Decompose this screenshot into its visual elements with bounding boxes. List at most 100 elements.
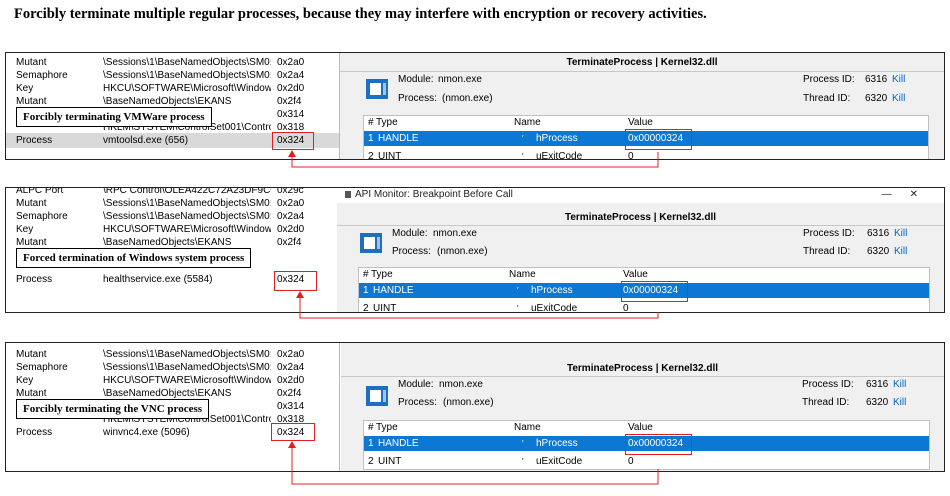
annotation-caption: Forcibly terminating VMWare process (16, 107, 212, 127)
kill-process-link[interactable]: Kill (894, 228, 908, 239)
param-row-selected[interactable]: 1 HANDLE ′ hProcess 0x00000324 (364, 131, 928, 146)
param-number: 2 (368, 151, 374, 159)
handle-value: 0x2a4 (277, 211, 305, 222)
handle-type: Mutant (16, 237, 47, 248)
param-row[interactable]: 2 UINT ′ uExitCode 0 (364, 454, 929, 469)
module-label: Module: (398, 379, 434, 390)
parameters-grid: # Type Name Value 1 HANDLE ′ hProcess 0x… (363, 420, 930, 470)
module-label: Module: (392, 228, 428, 239)
window-icon (366, 79, 388, 99)
handle-name: HKCU\SOFTWARE\Microsoft\Windows ... (103, 375, 271, 386)
handle-name: \RPC Control\OLEA422C72A23DF9CC9... (103, 188, 271, 196)
thread-id-value: 6320 (866, 397, 889, 408)
kill-process-link[interactable]: Kill (893, 379, 907, 390)
minimize-icon[interactable]: — (881, 189, 910, 200)
param-number: 1 (368, 438, 374, 449)
handle-row[interactable]: Semaphore \Sessions\1\BaseNamedObjects\SM… (6, 209, 339, 224)
handle-value: 0x314 (277, 401, 305, 412)
handle-name: \Sessions\1\BaseNamedObjects\SM0:6... (103, 349, 271, 360)
handle-name: HKCU\SOFTWARE\Microsoft\Windows ... (103, 224, 271, 235)
param-row[interactable]: 2 UINT ′ uExitCode 0 (359, 301, 929, 312)
handle-value: 0x2d0 (277, 224, 305, 235)
handle-value: 0x2d0 (277, 375, 305, 386)
module-value: nmon.exe (439, 379, 483, 390)
handle-row[interactable]: Mutant\Sessions\1\BaseNamedObjects\SM0:6… (6, 196, 339, 211)
handle-type: Mutant (16, 198, 47, 209)
dialog-titlebar: API Monitor: Breakpoint Before Call —✕ (337, 188, 944, 203)
process-label: Process: (398, 397, 437, 408)
col-name: Name (509, 269, 536, 280)
handle-value: 0x2f4 (277, 237, 302, 248)
param-type: HANDLE (378, 133, 419, 144)
col-number: # (368, 422, 374, 433)
handle-type: Semaphore (16, 211, 68, 222)
param-name: uExitCode (536, 456, 583, 467)
param-marker-icon: ′ (517, 304, 519, 312)
col-type: Type (371, 269, 393, 280)
handle-type: Mutant (16, 349, 47, 360)
function-title: TerminateProcess | Kernel32.dll (566, 57, 718, 68)
thread-id-label: Thread ID: (802, 397, 850, 408)
handle-name: \Sessions\1\BaseNamedObjects\SM0:6... (103, 211, 271, 222)
kill-thread-link[interactable]: Kill (894, 246, 908, 257)
handle-name: \BaseNamedObjects\EKANS (103, 388, 232, 399)
breakpoint-dialog: API Monitor: Breakpoint Before Call —✕ T… (337, 188, 944, 312)
process-label: Process: (392, 246, 431, 257)
param-marker-icon: ′ (517, 286, 519, 295)
handle-value: 0x2f4 (277, 388, 302, 399)
param-type: UINT (378, 151, 402, 159)
handle-row[interactable]: Mutant\Sessions\1\BaseNamedObjects\SM0:6… (6, 55, 339, 70)
breakpoint-dialog: TerminateProcess | Kernel32.dll Module: … (341, 343, 944, 471)
handle-type: Semaphore (16, 70, 68, 81)
divider (337, 225, 944, 226)
thread-id-value: 6320 (867, 246, 890, 257)
handle-value: 0x2d0 (277, 83, 305, 94)
process-value: (nmon.exe) (437, 246, 488, 257)
handle-value: 0x2a4 (277, 362, 305, 373)
process-id-label: Process ID: (802, 379, 854, 390)
param-value: 0x00000324 (623, 285, 679, 296)
handle-value: 0x324 (277, 135, 305, 146)
divider (340, 71, 944, 72)
param-type: UINT (373, 303, 397, 312)
close-icon[interactable]: ✕ (909, 189, 936, 200)
handle-row[interactable]: HKLM\SYSTEM\ControlSet001\Control\0x318 (6, 412, 339, 427)
handle-name: \Sessions\1\BaseNamedObjects\SM0:6... (103, 57, 271, 68)
kill-thread-link[interactable]: Kill (893, 397, 907, 408)
module-label: Module: (398, 74, 434, 85)
param-value: 0 (628, 151, 634, 159)
col-number: # (363, 269, 369, 280)
param-number: 1 (363, 285, 369, 296)
page-heading: Forcibly terminate multiple regular proc… (14, 6, 707, 22)
param-name: hProcess (531, 285, 573, 296)
handle-value: 0x2f4 (277, 96, 302, 107)
handle-name: \Sessions\1\BaseNamedObjects\SM0:6... (103, 362, 271, 373)
kill-process-link[interactable]: Kill (892, 74, 906, 85)
handle-row[interactable]: Semaphore\Sessions\1\BaseNamedObjects\SM… (6, 360, 339, 375)
handle-name: vmtoolsd.exe (656) (103, 135, 189, 146)
annotation-caption: Forcibly terminating the VNC process (16, 399, 210, 419)
handle-row[interactable]: Semaphore\Sessions\1\BaseNamedObjects\SM… (6, 68, 339, 83)
handle-row[interactable]: ALPC Port\RPC Control\OLEA422C72A23DF9CC… (6, 188, 339, 198)
param-row[interactable]: 2 UINT ′ uExitCode 0 (364, 149, 928, 159)
value-highlight-box (621, 281, 688, 302)
param-value: 0x00000324 (628, 133, 684, 144)
param-name: uExitCode (531, 303, 578, 312)
handle-row[interactable]: HKLM\SYSTEM\ControlSet001\Control\0x318 (6, 120, 339, 135)
param-number: 1 (368, 133, 374, 144)
thread-id-label: Thread ID: (803, 246, 851, 257)
kill-thread-link[interactable]: Kill (892, 93, 906, 104)
handle-row[interactable]: Mutant \Sessions\1\BaseNamedObjects\SM0:6… (6, 347, 339, 362)
param-number: 2 (368, 456, 374, 467)
process-value: (nmon.exe) (443, 397, 494, 408)
handle-type: Process (16, 274, 53, 285)
